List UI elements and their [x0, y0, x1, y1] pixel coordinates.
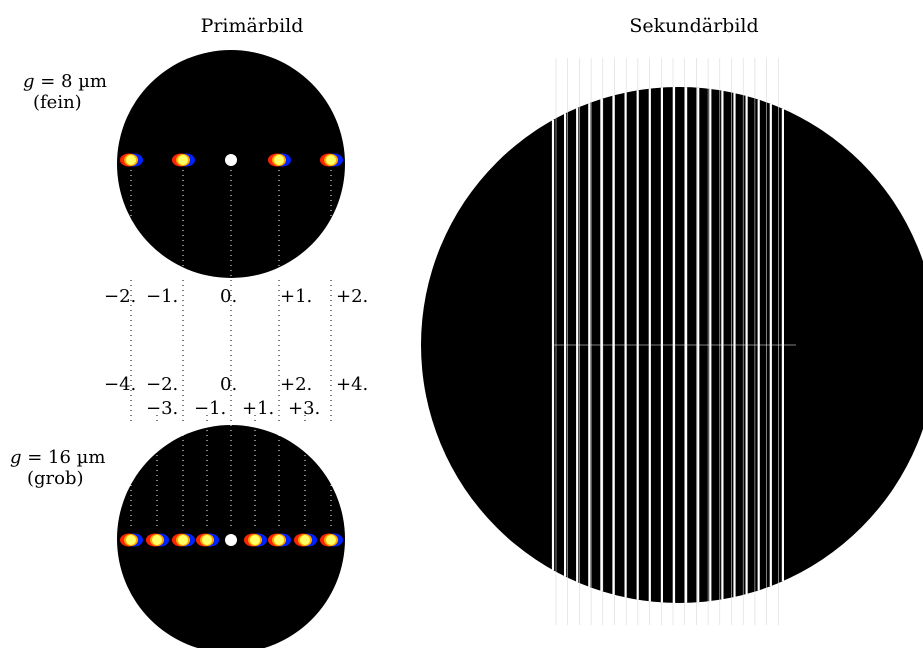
fine-order-label: 0. [220, 286, 237, 307]
coarse-order-label: 0. [220, 374, 237, 395]
spot-yellow-core [326, 535, 336, 545]
coarse-order-label: −3. [146, 398, 178, 419]
spot-yellow-core [202, 535, 212, 545]
diffraction-spot [320, 154, 343, 167]
secondary-image-title: Sekundärbild [629, 15, 758, 37]
spot-core [225, 534, 237, 546]
zero-order-spot [225, 534, 237, 546]
coarse-order-label: −4. [104, 374, 136, 395]
coarse-diffraction-spots [120, 534, 343, 547]
coarse-order-label: +1. [242, 398, 274, 419]
spot-yellow-core [300, 535, 310, 545]
coarse-order-label: +3. [288, 398, 320, 419]
spot-yellow-core [274, 535, 284, 545]
spot-yellow-core [126, 155, 136, 165]
coarse-grating-label: g = 16 µm [10, 447, 105, 468]
spot-yellow-core [152, 535, 162, 545]
diffraction-spot [172, 534, 195, 547]
coarse-order-label: −1. [194, 398, 226, 419]
fine-order-label: −1. [146, 286, 178, 307]
spot-yellow-core [178, 155, 188, 165]
diffraction-spot [268, 534, 291, 547]
secondary-image [421, 58, 923, 625]
primary-image-title: Primärbild [201, 15, 304, 37]
diffraction-spot [294, 534, 317, 547]
fine-order-label: +1. [280, 286, 312, 307]
spot-core [225, 154, 237, 166]
coarse-order-label: +4. [336, 374, 368, 395]
diffraction-spot [244, 534, 267, 547]
secondary-fine-fringes [553, 87, 796, 345]
diffraction-spot [146, 534, 169, 547]
fine-order-label: +2. [336, 286, 368, 307]
zero-order-spot [225, 154, 237, 166]
fine-order-label: −2. [104, 286, 136, 307]
coarse-order-label: −2. [146, 374, 178, 395]
spot-yellow-core [274, 155, 284, 165]
spot-yellow-core [326, 155, 336, 165]
spot-yellow-core [250, 535, 260, 545]
diffraction-spot [172, 154, 195, 167]
fine-grating-sublabel: (fein) [33, 92, 82, 113]
fine-grating-label: g = 8 µm [23, 71, 107, 92]
coarse-order-labels: −4. −2. 0. +2. +4. −3. −1. +1. +3. [104, 374, 368, 419]
fine-order-labels: −2. −1. 0. +1. +2. [104, 286, 368, 307]
diffraction-spot [268, 154, 291, 167]
diffraction-spot [120, 534, 143, 547]
coarse-grating-sublabel: (grob) [27, 468, 84, 489]
diffraction-spot [196, 534, 219, 547]
spot-yellow-core [126, 535, 136, 545]
diffraction-spot [120, 154, 143, 167]
coarse-order-label: +2. [280, 374, 312, 395]
diffraction-spot [320, 534, 343, 547]
spot-yellow-core [178, 535, 188, 545]
